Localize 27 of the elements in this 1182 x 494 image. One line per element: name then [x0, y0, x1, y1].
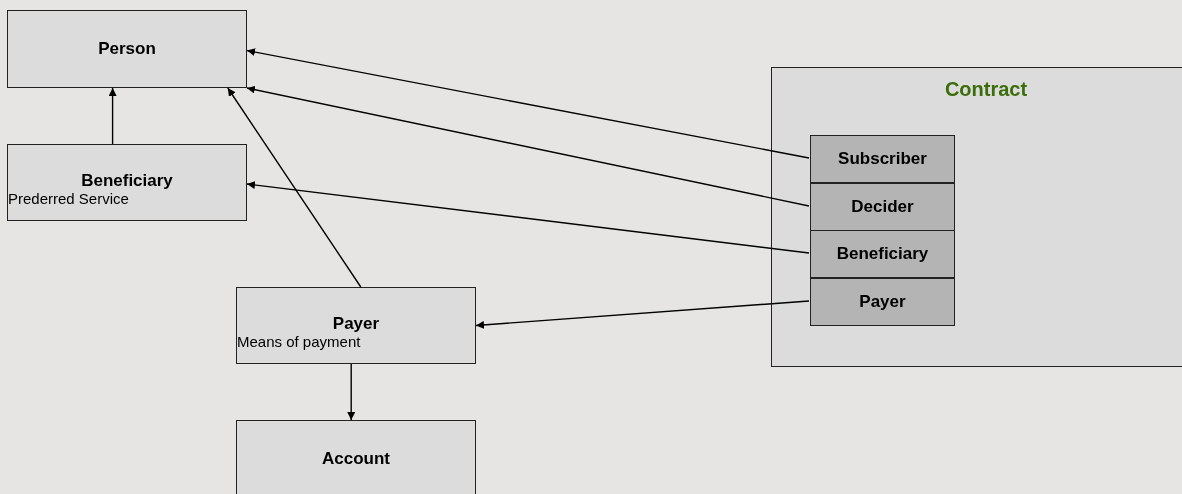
box-title: Account: [322, 449, 390, 469]
entity-box: [236, 420, 476, 494]
box-title: Contract: [944, 78, 1028, 101]
arrow: [108, 87, 117, 145]
role-box: [810, 230, 955, 278]
box-subtitle: Means of payment: [237, 334, 361, 351]
arrow: [246, 48, 810, 159]
box-title: Payer: [859, 292, 906, 312]
role-box: [810, 278, 955, 326]
entity-box: [236, 287, 476, 364]
role-box: [810, 183, 955, 231]
box-title: Payer: [332, 314, 380, 335]
box-title: Beneficiary: [81, 171, 173, 192]
container-box: [771, 67, 1182, 367]
box-title: Decider: [851, 197, 914, 217]
box-subtitle: Prederred Service: [8, 191, 129, 208]
arrow: [246, 85, 810, 207]
arrow: [246, 181, 810, 254]
entity-box: [7, 10, 247, 88]
entity-box: [7, 144, 247, 221]
role-box: [810, 135, 955, 183]
box-title: Beneficiary: [836, 244, 929, 264]
box-title: Person: [98, 39, 156, 59]
box-title: Subscriber: [838, 149, 927, 169]
arrow: [475, 300, 810, 329]
arrow: [227, 87, 362, 288]
arrow: [347, 363, 356, 421]
